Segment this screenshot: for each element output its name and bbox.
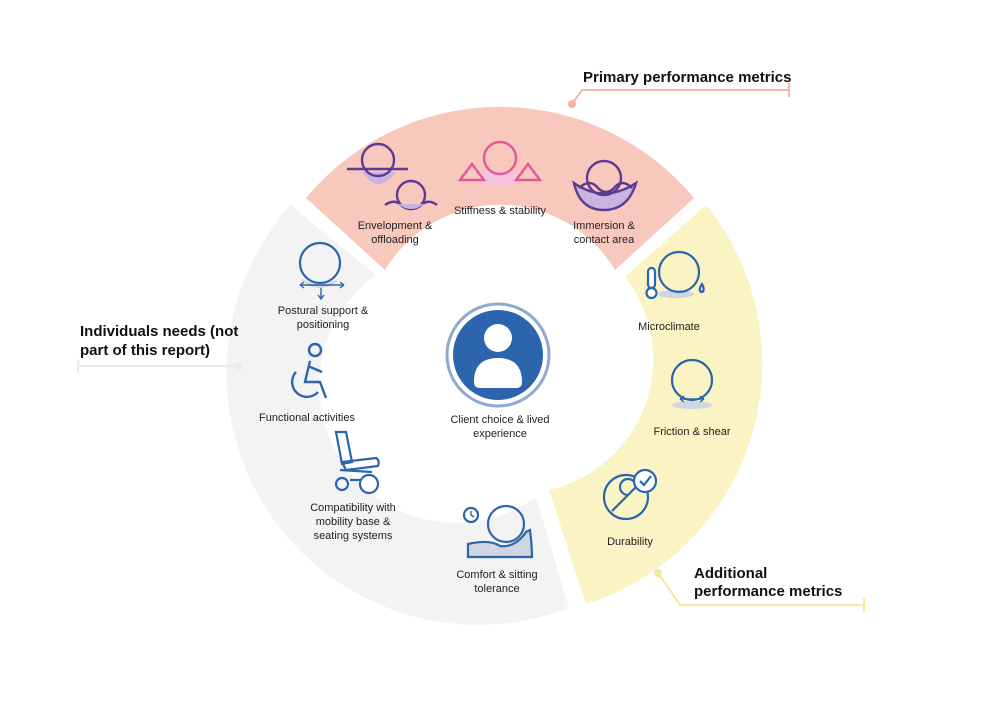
compatibility-label-line1: Compatibility with — [310, 502, 396, 514]
wheelchair-user-icon — [291, 342, 328, 399]
center-label-line2: experience — [473, 428, 527, 440]
envelopment-label-line2: offloading — [371, 234, 419, 246]
thermometer-icon — [645, 250, 705, 300]
immersion-label-line1: Immersion & — [573, 220, 635, 232]
individual-heading-line2: part of this report) — [80, 342, 210, 359]
segment-additional-fill — [549, 205, 763, 604]
leader-additional — [657, 572, 865, 612]
postural-label-line2: positioning — [297, 319, 350, 331]
postural-icon — [298, 241, 345, 301]
comfort-label-line2: tolerance — [474, 583, 519, 595]
comfort-label-line1: Comfort & sitting — [456, 569, 537, 581]
durability-label: Durability — [607, 536, 653, 548]
primary-heading: Primary performance metrics — [583, 69, 791, 86]
postural-label-line1: Postural support & — [278, 305, 369, 317]
immersion-icon — [572, 159, 639, 212]
segment-individual-needs-fill — [226, 205, 570, 625]
compatibility-label-line3: seating systems — [314, 530, 393, 542]
client-avatar-icon — [445, 302, 551, 408]
additional-heading-line2: performance metrics — [694, 583, 842, 600]
immersion-label-line2: contact area — [574, 234, 635, 246]
wheelchair-seat-icon — [334, 430, 380, 495]
friction-icon — [670, 358, 714, 409]
leader-individual-dot — [234, 362, 242, 370]
individual-heading-line1: Individuals needs (not — [80, 323, 238, 340]
center-label-line1: Client choice & lived — [450, 414, 549, 426]
envelopment-icon — [347, 142, 438, 211]
stiffness-icon — [457, 140, 543, 186]
additional-heading-line1: Additional — [694, 565, 767, 582]
microclimate-label: Microclimate — [638, 321, 700, 333]
leader-individual — [77, 359, 238, 373]
segment-primary-fill — [306, 106, 694, 270]
leader-primary-dot — [568, 100, 576, 108]
leader-additional-dot — [654, 569, 662, 577]
friction-label: Friction & shear — [653, 426, 730, 438]
leader-primary — [571, 83, 790, 105]
compatibility-label-line2: mobility base & — [316, 516, 391, 528]
envelopment-label-line1: Envelopment & — [358, 220, 433, 232]
wrench-check-icon — [602, 468, 658, 521]
clock-cushion-icon — [462, 504, 534, 559]
functional-label: Functional activities — [259, 412, 355, 424]
stiffness-label: Stiffness & stability — [454, 205, 547, 217]
